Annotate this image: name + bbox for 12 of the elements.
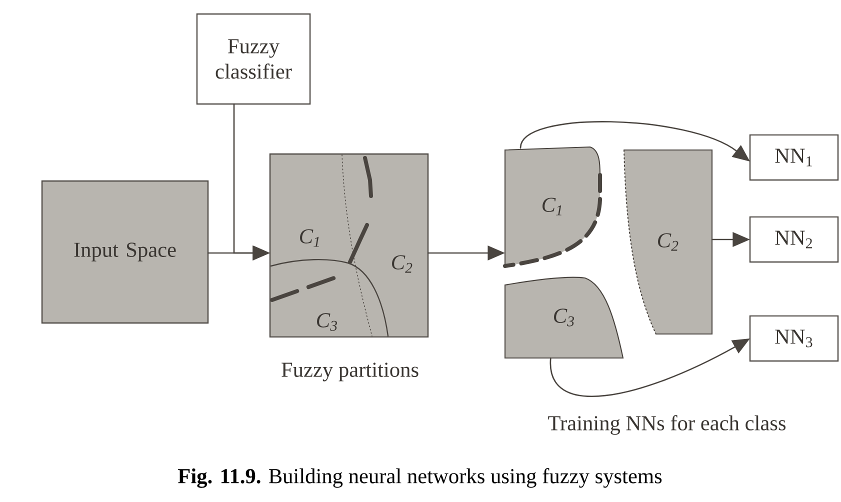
process-box: NN$_{2}$ xyxy=(749,216,839,263)
process-box: Fuzzy classifier xyxy=(196,13,311,105)
caption-text: Training NNs for each class xyxy=(548,415,786,435)
caption-text: Fuzzy partitions xyxy=(282,362,418,382)
input-space-box: Input Space xyxy=(41,180,209,324)
partition-box: C$_{1}$ C$_{2}$ C$_{3}$ xyxy=(269,153,429,338)
cluster-region: C$_{3}$ xyxy=(504,276,624,359)
process-box: NN$_{1}$ xyxy=(749,134,839,181)
cluster-region: C$_{2}$ xyxy=(623,149,713,335)
process-box: NN$_{3}$ xyxy=(749,315,839,362)
cluster-region: C$_{1}$ xyxy=(503,146,602,268)
figure-caption: Fig. 11.9. Building neural networks using fuzzy systems xyxy=(178,468,662,488)
